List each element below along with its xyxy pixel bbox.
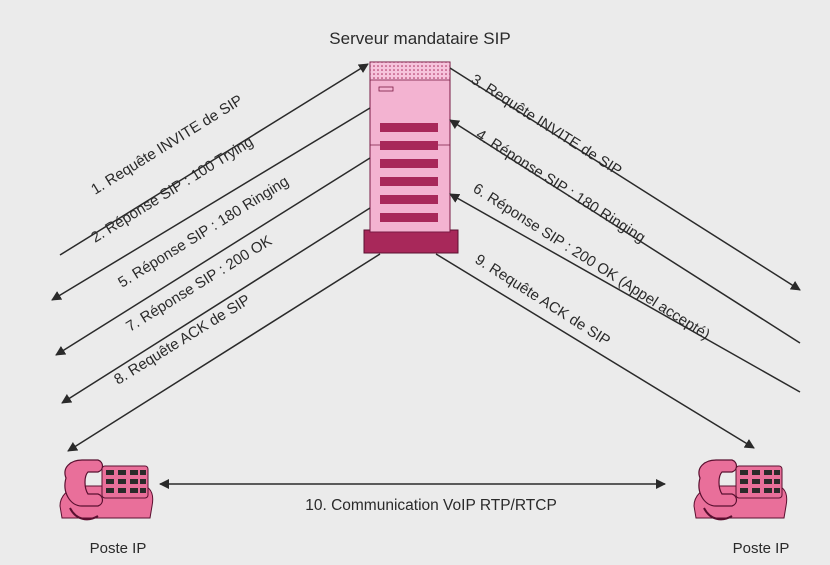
arrow-5-ringing	[55, 157, 371, 356]
arrow-2-trying	[51, 107, 371, 301]
left-phone-icon	[59, 459, 154, 521]
server-title: Serveur mandataire SIP	[329, 29, 510, 48]
label-message-8: 8. Requête ACK de SIP	[111, 291, 253, 388]
right-phone-icon	[693, 459, 788, 521]
arrow-4-ringing	[449, 119, 801, 344]
left-phone-label: Poste IP	[90, 540, 147, 557]
arrow-1-invite	[59, 63, 369, 256]
arrow-8-ack	[67, 253, 381, 452]
arrow-7-ok	[61, 207, 371, 404]
arrow-6-ok	[449, 193, 801, 393]
arrow-9-ack	[435, 253, 755, 449]
arrow-3-invite	[449, 67, 801, 291]
server-icon	[363, 61, 459, 254]
label-message-3: 3. Requête INVITE de SIP	[468, 71, 625, 179]
right-phone-label: Poste IP	[733, 540, 790, 557]
label-message-10: 10. Communication VoIP RTP/RTCP	[305, 497, 557, 514]
